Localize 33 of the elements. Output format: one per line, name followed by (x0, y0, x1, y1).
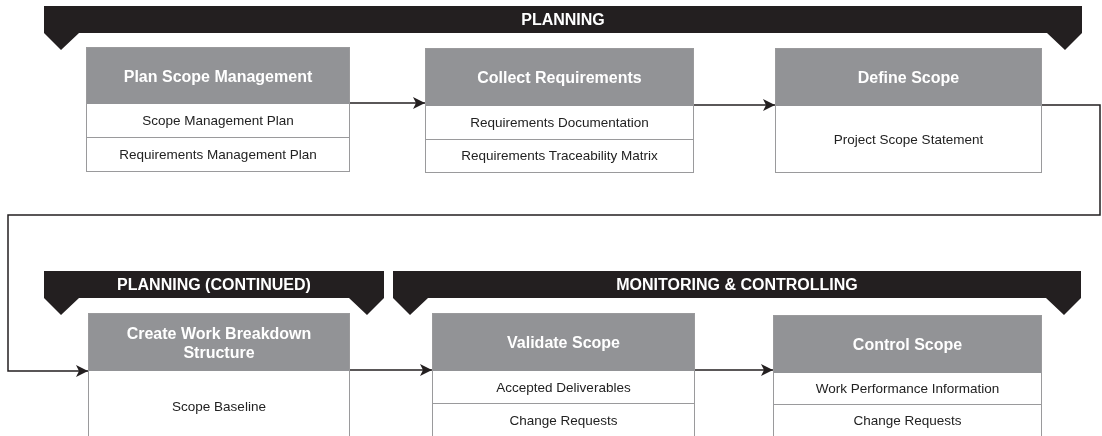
output-item: Change Requests (433, 403, 694, 436)
arrow (349, 97, 426, 109)
process-title: Collect Requirements (426, 49, 693, 106)
output-item: Scope Baseline (171, 398, 267, 416)
process-box (432, 313, 695, 436)
arrow (349, 364, 433, 376)
arrow (693, 99, 776, 111)
phase-banner (44, 271, 384, 315)
process-box (425, 48, 694, 173)
output-item: Accepted Deliverables (495, 378, 632, 397)
output-item: Scope Management Plan (141, 112, 295, 130)
process-title: Create Work Breakdown Structure (89, 314, 349, 371)
output-item: Requirements Traceability Matrix (426, 138, 693, 172)
process-title: Define Scope (776, 49, 1041, 106)
arrow (694, 364, 774, 376)
process-title: Control Scope (774, 316, 1041, 373)
output-item: Project Scope Statement (832, 130, 985, 149)
output-item: Change Requests (774, 404, 1041, 436)
phase-banner (393, 271, 1081, 315)
process-box (775, 48, 1042, 173)
process-box (86, 47, 350, 172)
arrow (7, 104, 1101, 377)
phase-banner (44, 6, 1082, 50)
output-item: Requirements Management Plan (87, 137, 349, 171)
process-title: Plan Scope Management (87, 48, 349, 104)
phase-title: PLANNING (521, 11, 605, 28)
process-box (773, 315, 1042, 436)
output-item: Requirements Documentation (469, 113, 650, 132)
phase-title: MONITORING & CONTROLLING (616, 276, 858, 293)
phase-title: PLANNING (CONTINUED) (117, 276, 311, 293)
process-title: Validate Scope (433, 314, 694, 371)
process-box (88, 313, 350, 436)
output-item: Work Performance Information (814, 380, 1001, 398)
